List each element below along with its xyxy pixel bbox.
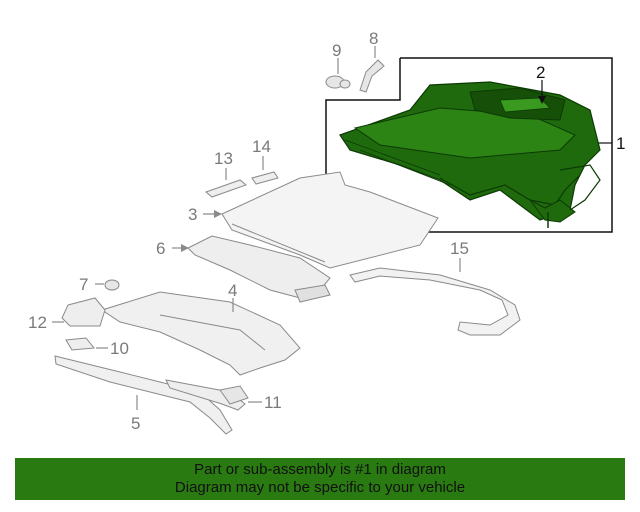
callout-9: 9: [332, 41, 341, 60]
bracket-12-part[interactable]: [61, 297, 106, 327]
callout-6: 6: [156, 239, 165, 258]
callout-1: 1: [616, 134, 625, 153]
callout-5: 5: [131, 414, 140, 433]
rear-tray-part[interactable]: [100, 291, 301, 376]
strip-14-part[interactable]: [251, 171, 279, 185]
callout-10: 10: [110, 339, 129, 358]
banner-line-2: Diagram may not be specific to your vehi…: [174, 479, 466, 496]
trim-11-part[interactable]: [165, 379, 249, 411]
hard-top-assembly-part[interactable]: [339, 81, 601, 228]
clip-part[interactable]: [325, 75, 351, 89]
front-rail-part[interactable]: [187, 235, 331, 303]
banner-line-1: Part or sub-assembly is #1 in diagram: [194, 461, 446, 478]
info-banner: Part or sub-assembly is #1 in diagram Di…: [15, 458, 625, 500]
callout-15: 15: [450, 239, 469, 258]
callout-2: 2: [536, 63, 545, 82]
parts-diagram: 1 2 3 4 5 6 7 8 9 10 11 12 13 14 15: [28, 29, 625, 435]
headliner-panel-part[interactable]: [221, 171, 439, 269]
callout-14: 14: [252, 137, 271, 156]
block-10-part[interactable]: [65, 337, 95, 351]
weatherstrip-part[interactable]: [349, 267, 521, 336]
callout-4: 4: [228, 281, 237, 300]
strip-13-part[interactable]: [205, 179, 247, 198]
callout-11: 11: [264, 393, 282, 412]
small-clip-part[interactable]: [104, 279, 120, 291]
strap-part[interactable]: [359, 59, 385, 93]
callout-7: 7: [79, 275, 88, 294]
callout-13: 13: [214, 149, 233, 168]
callout-12: 12: [28, 313, 47, 332]
callout-8: 8: [369, 29, 378, 48]
callout-3: 3: [188, 205, 197, 224]
